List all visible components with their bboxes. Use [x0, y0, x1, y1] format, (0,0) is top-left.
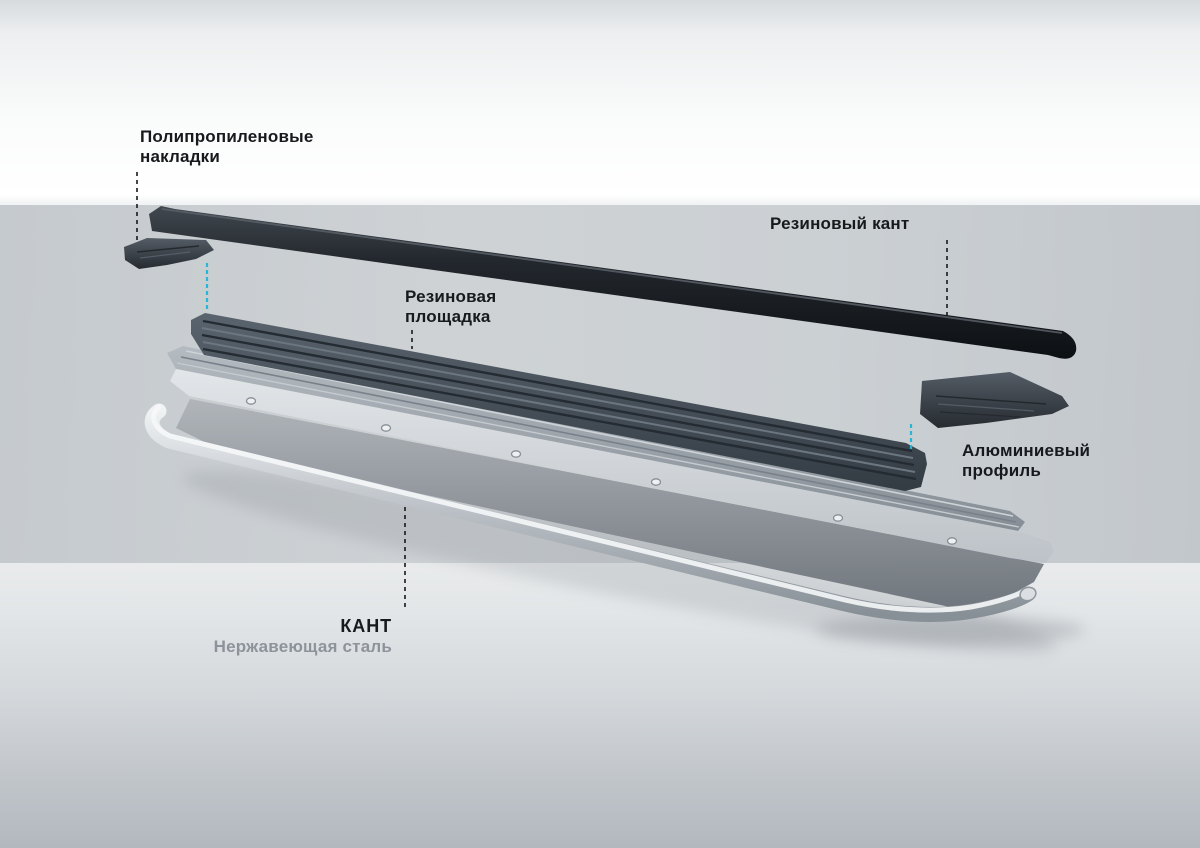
aluminum-screw-holes: [245, 397, 958, 545]
label-rubber-platform-line2: площадка: [405, 307, 491, 327]
label-rubber-edge: Резиновый кант: [770, 214, 909, 234]
leader-lines: [136, 172, 948, 611]
part-rubber-platform: [191, 313, 927, 491]
label-aluminum-line1: Алюминиевый: [962, 441, 1091, 460]
steel-tube-highlight: [151, 404, 1028, 613]
label-steel-edge-subtitle: Нержавеющая сталь: [213, 637, 392, 657]
steel-body-panel: [176, 399, 1044, 613]
part-polypropylene-cap-right: [920, 372, 1069, 428]
label-polypropylene-line2: накладки: [140, 147, 221, 167]
steel-tube-end-cap: [1019, 586, 1037, 602]
part-stainless-steel-edge: [144, 399, 1044, 623]
label-aluminum-profile: Алюминиевый профиль: [962, 441, 1090, 481]
label-steel-edge: КАНТ Нержавеющая сталь: [150, 616, 392, 657]
label-rubber-edge-text: Резиновый кант: [770, 214, 910, 233]
label-rubber-platform: Резиновая площадка: [405, 287, 496, 327]
aluminum-front-face: [170, 369, 1054, 563]
part-rubber-edge-strip: [149, 206, 1077, 359]
part-polypropylene-cap-left: [124, 238, 214, 269]
part-aluminum-profile: [167, 346, 1054, 563]
label-polypropylene-line1: Полипропиленовые: [140, 127, 314, 146]
label-steel-edge-title: КАНТ: [340, 616, 392, 636]
label-aluminum-line2: профиль: [962, 461, 1042, 481]
label-polypropylene-pads: Полипропиленовые накладки: [140, 127, 314, 167]
steel-tube: [144, 403, 1036, 623]
label-rubber-platform-line1: Резиновая: [405, 287, 497, 306]
